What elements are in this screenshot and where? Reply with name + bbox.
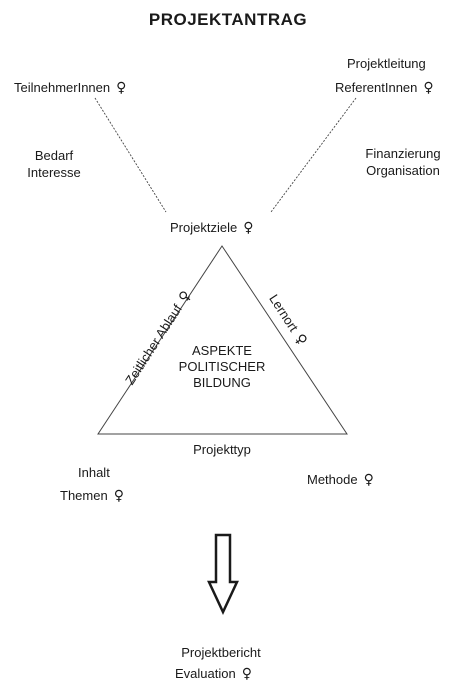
evaluation-text: Evaluation — [175, 666, 236, 681]
topics-label: Themen ♀ — [60, 488, 124, 504]
method-text: Methode — [307, 472, 358, 487]
goals-text: Projektziele — [170, 220, 238, 235]
venus-icon: ♀ — [116, 80, 127, 96]
venus-icon: ♀ — [113, 488, 124, 504]
venus-icon: ♀ — [241, 666, 252, 682]
connector-speakers-goals — [270, 97, 357, 213]
page-title: PROJEKTANTRAG — [148, 10, 308, 29]
aspects-triangle — [97, 245, 348, 435]
venus-icon: ♀ — [243, 220, 254, 236]
organisation-label: Organisation — [366, 163, 440, 178]
financing-label: Finanzierung — [365, 146, 441, 161]
goals-label: Projektziele ♀ — [170, 220, 253, 236]
content-label: Inhalt — [78, 465, 110, 480]
leadership-label: Projektleitung — [347, 56, 426, 71]
interest-label: Interesse — [27, 165, 81, 180]
venus-icon: ♀ — [363, 472, 374, 488]
report-label: Projektbericht — [181, 645, 261, 660]
project-type-label: Projekttyp — [193, 442, 251, 457]
participants-text: TeilnehmerInnen — [14, 80, 111, 95]
speakers-label: ReferentInnen ♀ — [335, 80, 434, 96]
participants-label: TeilnehmerInnen ♀ — [14, 80, 126, 96]
center-line2: POLITISCHER — [178, 359, 266, 374]
evaluation-label: Evaluation ♀ — [175, 666, 252, 682]
connector-participants-goals — [94, 97, 167, 213]
method-label: Methode ♀ — [307, 472, 374, 488]
speakers-text: ReferentInnen — [335, 80, 418, 95]
down-arrow — [207, 533, 239, 615]
need-label: Bedarf — [34, 148, 74, 163]
center-line1: ASPEKTE — [192, 343, 252, 358]
venus-icon: ♀ — [423, 80, 434, 96]
topics-text: Themen — [60, 488, 108, 503]
center-line3: BILDUNG — [193, 375, 251, 390]
